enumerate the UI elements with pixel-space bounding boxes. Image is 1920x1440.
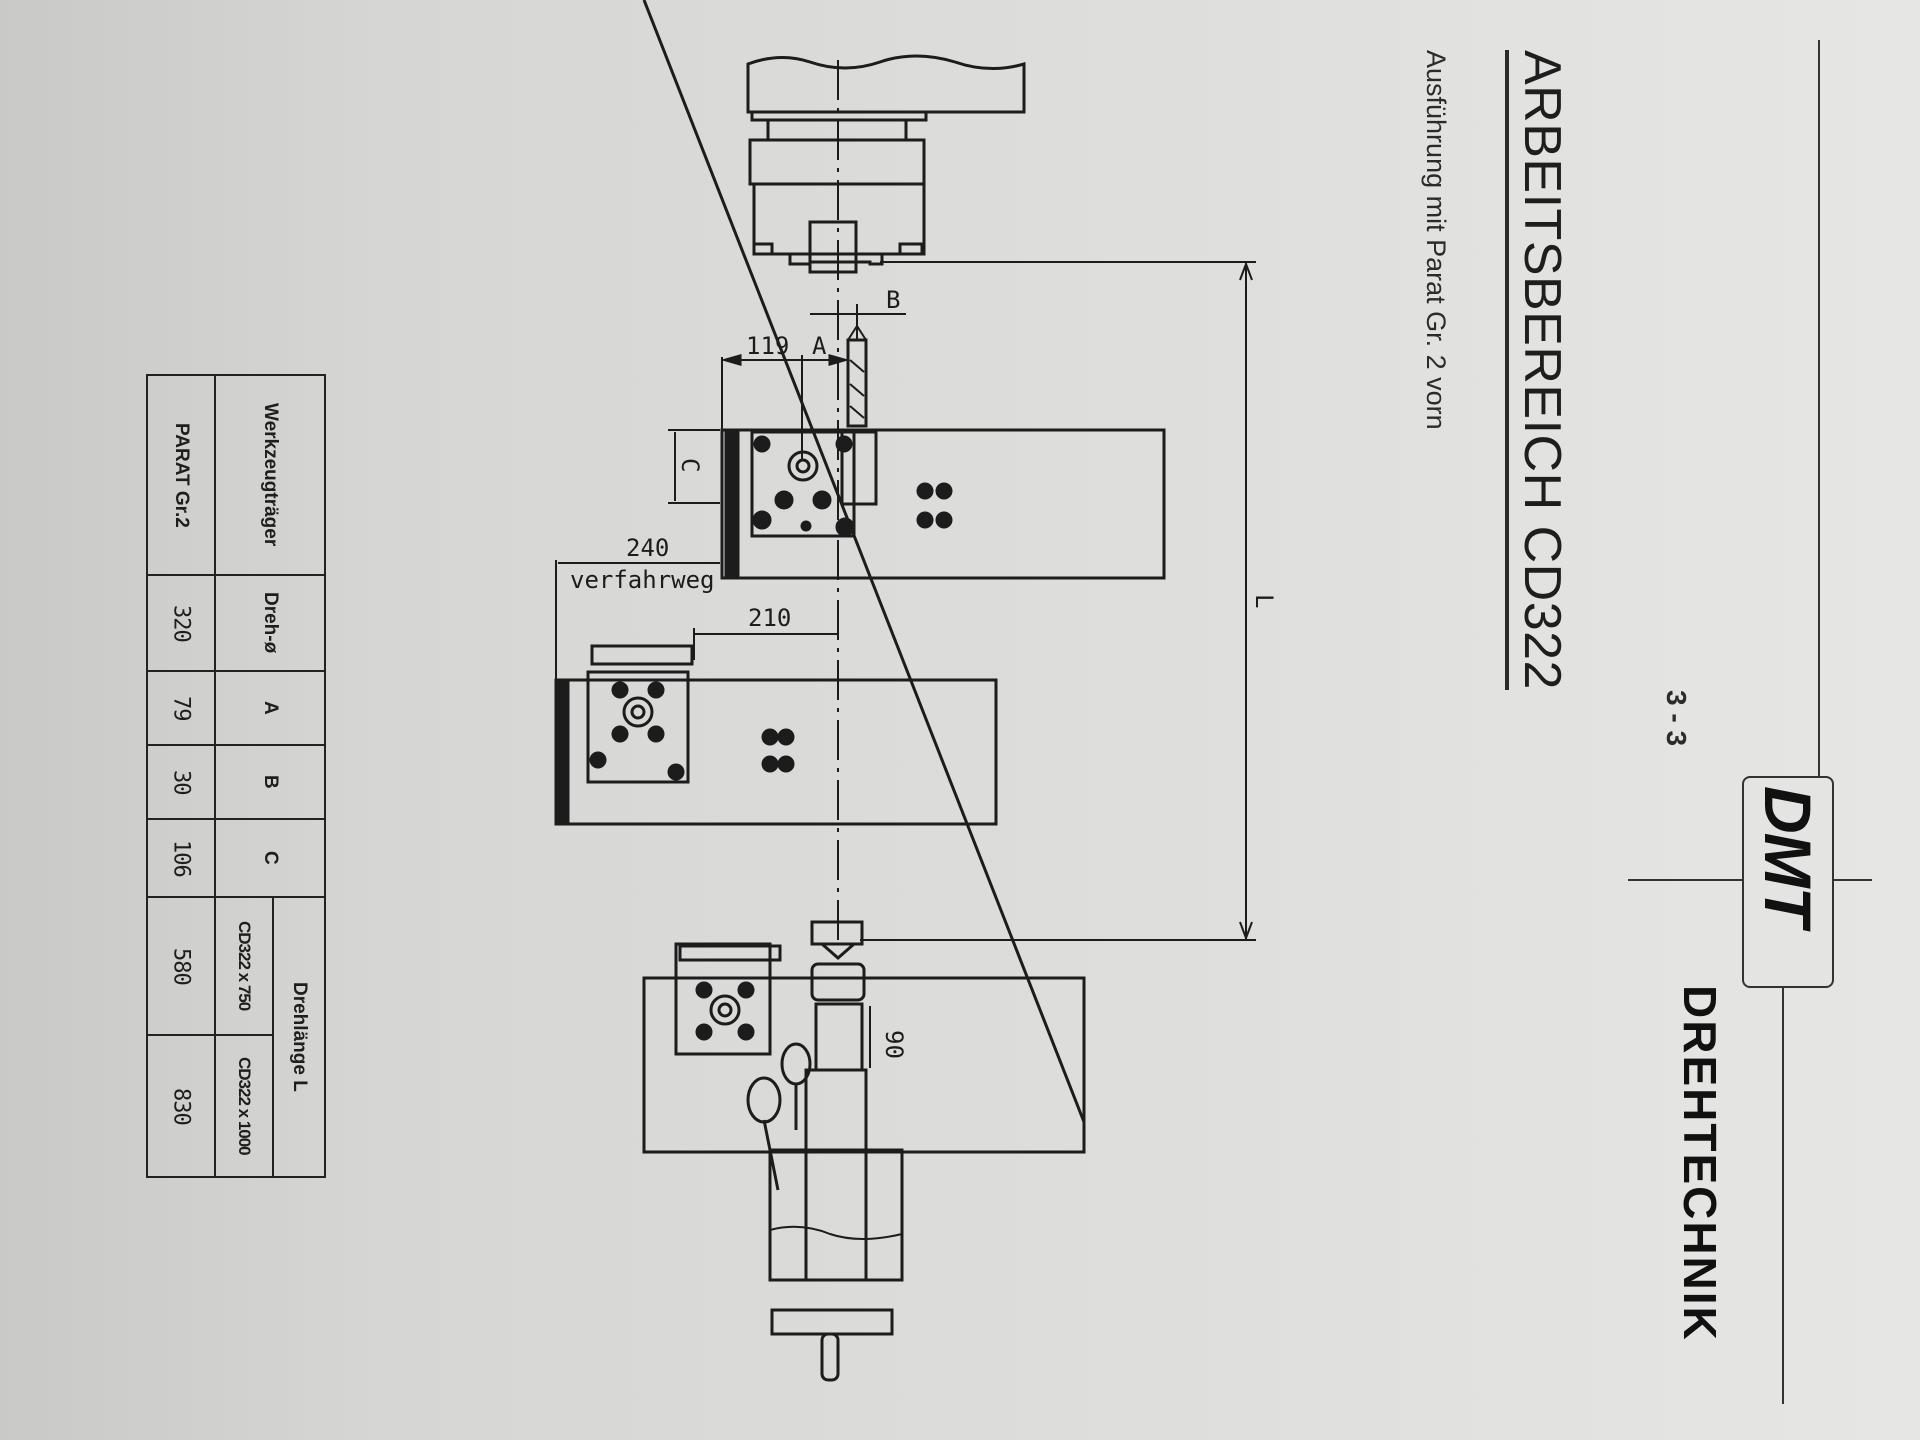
row-length-750: 580 [146, 896, 216, 1036]
row-tool-holder: PARAT Gr.2 [146, 374, 216, 576]
dmt-logo: DMT [1751, 786, 1825, 926]
chuck-jaws [752, 242, 924, 266]
header-tool-holder: Werkzeugträger [214, 374, 326, 576]
page-title: ARBEITSBEREICH CD322 [1505, 50, 1573, 690]
row-C: 106 [146, 818, 216, 898]
lever-2 [780, 1042, 812, 1086]
header-variant-750: CD322 x 750 [214, 896, 274, 1036]
dim-B-label: B [886, 286, 900, 314]
header-turning-length: Drehlänge L [272, 896, 326, 1178]
header-B: B [214, 744, 326, 820]
row-length-1000: 830 [146, 1034, 216, 1178]
dim-240-label: 240 [626, 534, 669, 562]
tool-post-3 [674, 942, 772, 1056]
row-B: 30 [146, 744, 216, 820]
header-rule-top [1818, 40, 1820, 780]
tailstock-body [804, 1068, 868, 1282]
lever-1 [746, 1076, 782, 1124]
page-subtitle: Ausführung mit Parat Gr. 2 vorn [1421, 50, 1451, 430]
page-number: 3 - 3 [1661, 690, 1692, 747]
cross-slide-2 [554, 678, 998, 826]
header-turning-diameter: Dreh-ø [214, 574, 326, 672]
tailstock-sleeve [810, 962, 866, 1002]
header-C: C [214, 818, 326, 898]
cross-slide-1 [720, 428, 1166, 580]
tailstock-center [810, 920, 864, 946]
header-rule-bottom [1782, 984, 1784, 1404]
header-variant-1000: CD322 x 1000 [214, 1034, 274, 1178]
dim-119-label: 119 [746, 332, 789, 360]
cross-slide-3 [642, 976, 1086, 1154]
dim-A-label: A [812, 332, 827, 360]
row-A: 79 [146, 670, 216, 746]
dim-90-label: 90 [880, 1030, 908, 1059]
brand-name: DREHTECHNIK [1674, 985, 1726, 1342]
dim-verfahrweg-label: verfahrweg [570, 566, 715, 594]
tool-post-2 [586, 670, 690, 784]
header-A: A [214, 670, 326, 746]
row-turning-diameter: 320 [146, 574, 216, 672]
dim-C-label: C [676, 458, 704, 472]
dmt-logo-box [1742, 776, 1834, 988]
spec-table: Werkzeugträger Dreh-ø A B C Drehlänge L … [146, 374, 326, 1178]
tool-post-1 [750, 430, 856, 538]
tailstock-handwheel [770, 1308, 894, 1336]
headstock-housing [746, 54, 1026, 114]
tailstock-quill [814, 1002, 864, 1072]
dim-210-label: 210 [748, 604, 791, 632]
dim-L-label: L [1250, 594, 1278, 608]
workpiece-stub [808, 220, 858, 274]
